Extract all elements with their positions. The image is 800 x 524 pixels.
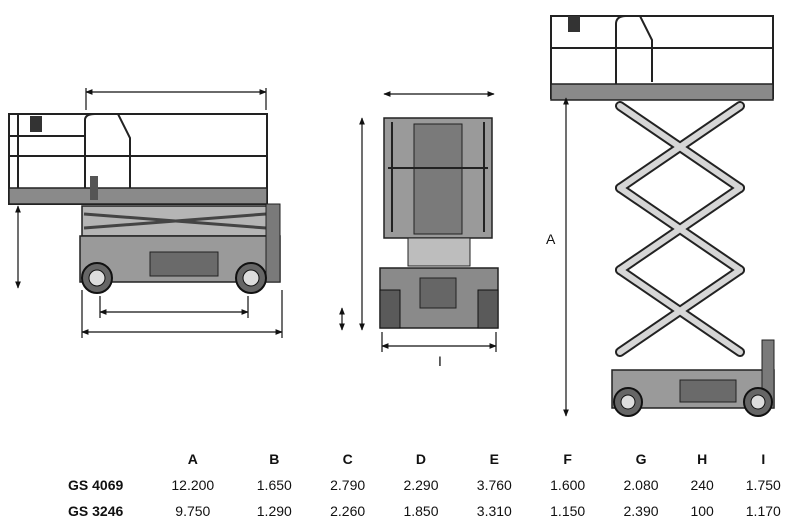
column-header: H: [697, 451, 708, 467]
model-name: GS 3246: [68, 503, 124, 519]
column-header: G: [635, 451, 647, 467]
table-cell: 2.790: [330, 477, 366, 493]
column-header: I: [761, 451, 766, 467]
table-cell: 12.200: [171, 477, 215, 493]
table-cell: 2.390: [623, 503, 659, 519]
front-view-lift: [379, 117, 499, 329]
table-cell: 1.290: [256, 503, 292, 519]
elevated-height-label: A: [546, 231, 556, 247]
table-row: GS 3246 9.750 1.290 2.260 1.850 3.310 1.…: [0, 498, 800, 524]
column-header: F: [563, 451, 572, 467]
table-cell: 2.290: [403, 477, 439, 493]
spec-table-header-row: A B C D E F G H I: [0, 446, 800, 472]
column-header: A: [187, 451, 198, 467]
model-name: GS 4069: [68, 477, 124, 493]
scissor-lift-dimension-diagram: I: [8, 15, 775, 417]
table-cell: 2.080: [623, 477, 659, 493]
table-cell: 1.150: [550, 503, 586, 519]
table-cell: 2.260: [330, 503, 366, 519]
table-cell: 1.650: [256, 477, 292, 493]
table-cell: 9.750: [175, 503, 211, 519]
column-header: D: [415, 451, 427, 467]
column-header: C: [342, 451, 353, 467]
column-header: B: [269, 451, 280, 467]
elevated-view-lift: [550, 15, 775, 417]
table-cell: 1.750: [745, 477, 781, 493]
table-cell: 240: [690, 477, 714, 493]
table-cell: 1.850: [403, 503, 439, 519]
front-width-label: I: [438, 353, 442, 369]
table-cell: 3.310: [476, 503, 512, 519]
side-view-dimension-lines: [15, 88, 283, 338]
column-header: E: [489, 451, 499, 467]
table-cell: 1.170: [745, 503, 781, 519]
spec-table: A B C D E F G H I GS 4069 12.200 1.650 2…: [0, 446, 800, 524]
table-cell: 100: [690, 503, 714, 519]
front-view-dimension-lines: [339, 91, 497, 352]
table-row: GS 4069 12.200 1.650 2.790 2.290 3.760 1…: [0, 472, 800, 498]
table-cell: 1.600: [550, 477, 586, 493]
side-view-lift: [8, 113, 281, 294]
table-cell: 3.760: [476, 477, 512, 493]
